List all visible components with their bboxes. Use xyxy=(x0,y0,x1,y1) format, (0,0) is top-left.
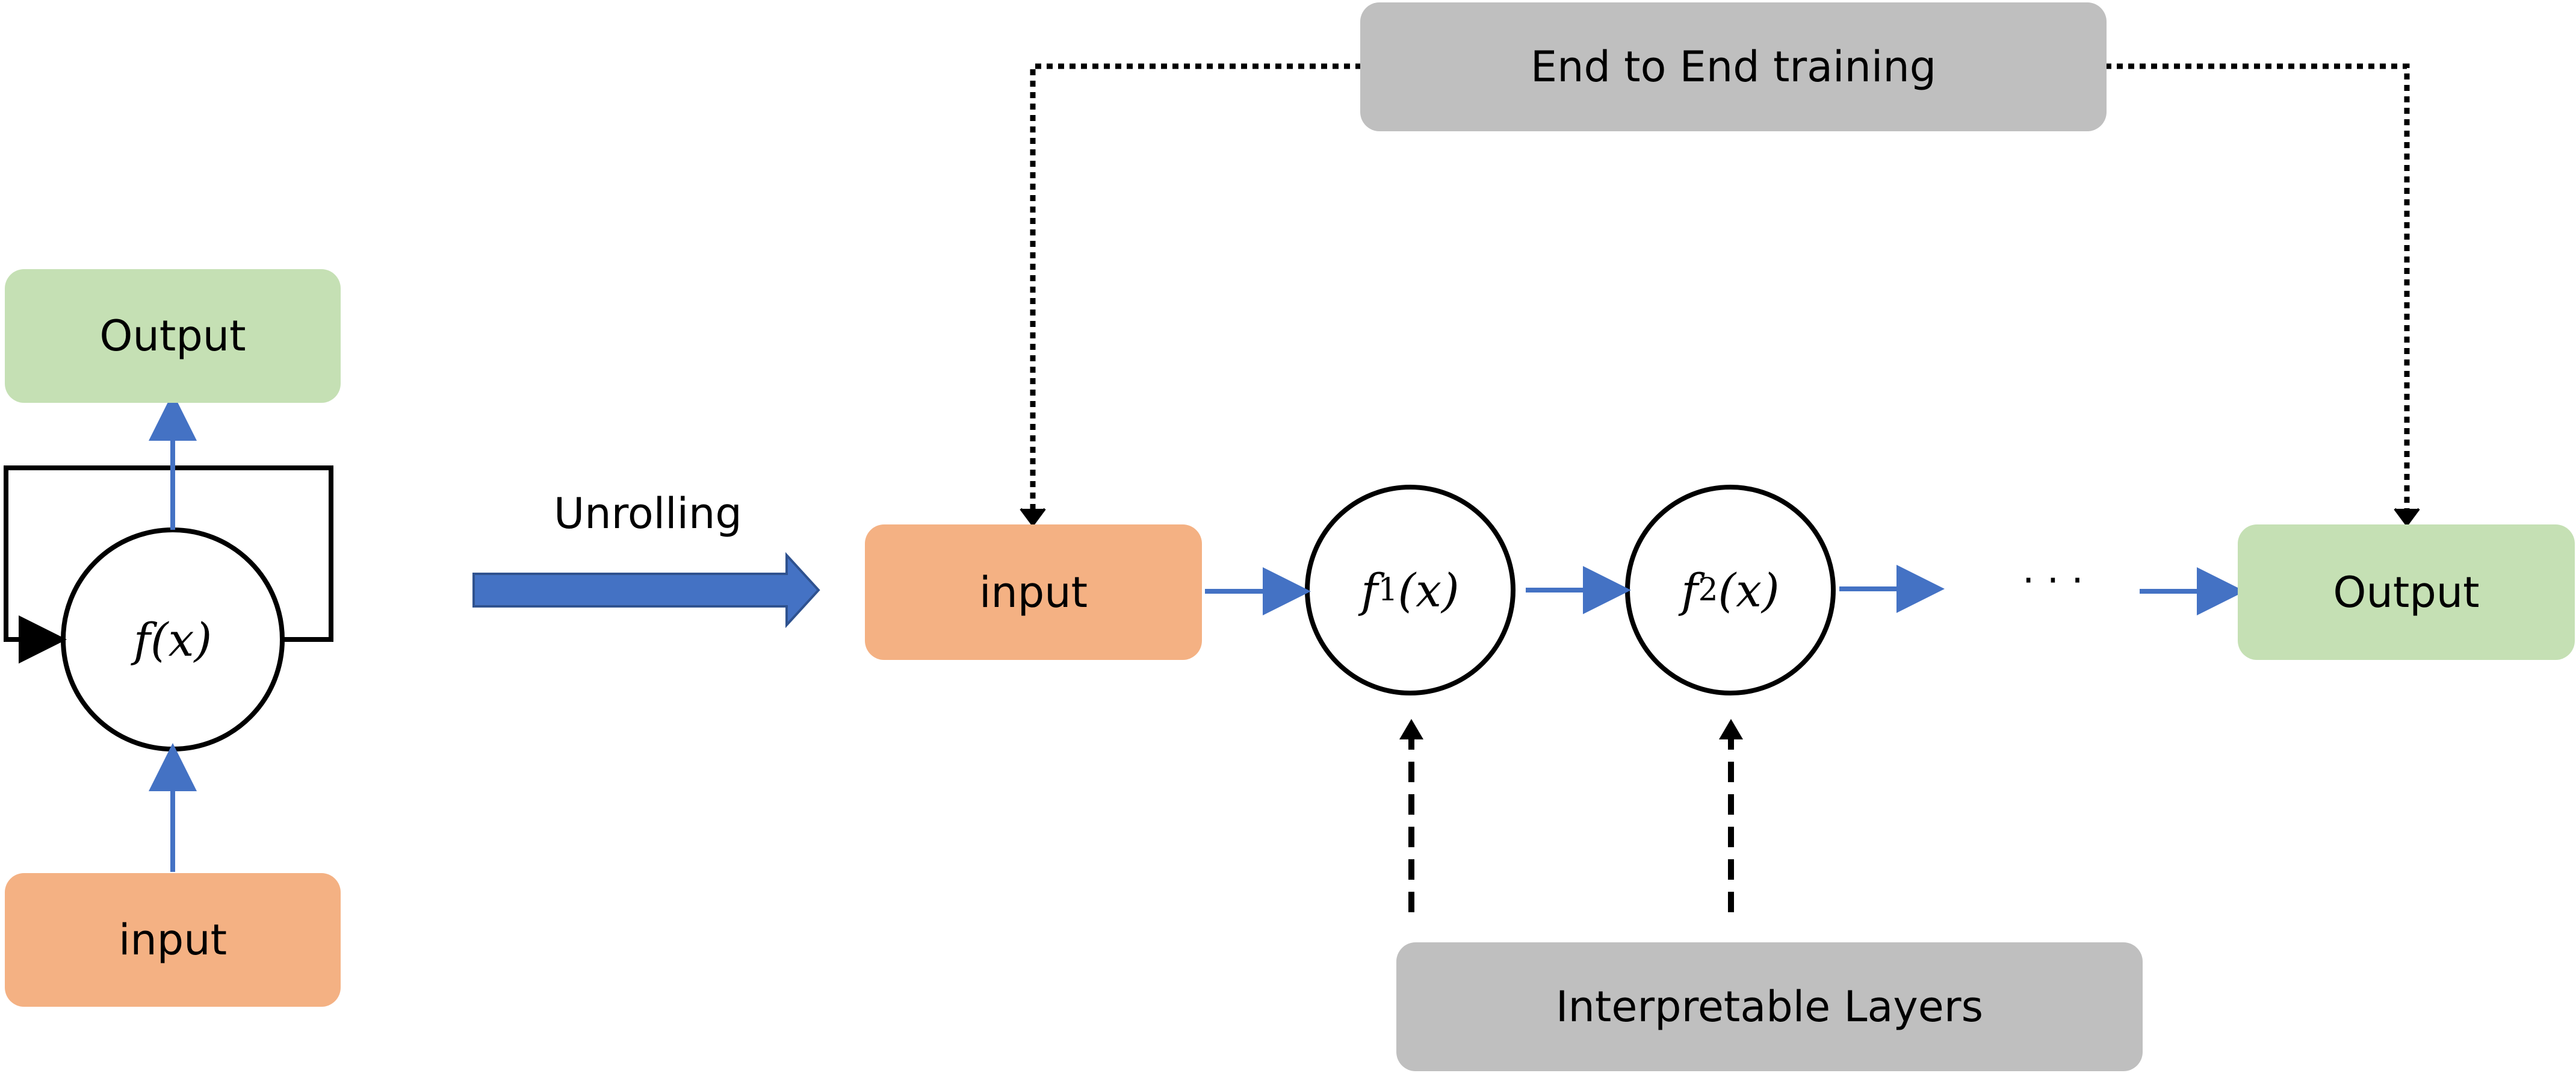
layer-arrow-f2-head xyxy=(1719,719,1743,739)
interpretable-layers-box: Interpretable Layers xyxy=(1396,942,2143,1071)
f2-name: f xyxy=(1681,563,1698,617)
recurrent-function-label: f(x) xyxy=(133,612,212,667)
right-input-label: input xyxy=(979,567,1088,617)
end-to-end-training-label: End to End training xyxy=(1530,42,1937,92)
training-bracket-left-head xyxy=(1020,508,1046,527)
left-output-label: Output xyxy=(99,311,246,361)
layer-arrow-f1-head xyxy=(1399,719,1423,739)
left-input-label: input xyxy=(118,915,228,965)
training-bracket-right xyxy=(2105,63,2410,518)
training-bracket-right-head xyxy=(2394,508,2420,527)
interpretable-layers-label: Interpretable Layers xyxy=(1555,982,1984,1031)
left-output-box: Output xyxy=(5,269,341,403)
unrolling-label: Unrolling xyxy=(554,489,742,538)
unrolling-arrow xyxy=(472,552,820,629)
left-input-box: input xyxy=(5,873,341,1007)
f1-argument: (x) xyxy=(1398,563,1460,617)
ellipsis-label: · · · xyxy=(2022,559,2084,603)
f1-name: f xyxy=(1361,563,1378,617)
right-input-box: input xyxy=(865,524,1202,660)
f1-subscript: 1 xyxy=(1378,572,1398,608)
recurrent-loop-arrow xyxy=(4,465,333,664)
f2-subscript: 2 xyxy=(1698,572,1718,608)
right-output-box: Output xyxy=(2238,524,2575,660)
end-to-end-training-box: End to End training xyxy=(1360,2,2107,131)
training-bracket-left xyxy=(1030,63,1361,518)
f2-argument: (x) xyxy=(1718,563,1780,617)
right-output-label: Output xyxy=(2333,567,2480,617)
